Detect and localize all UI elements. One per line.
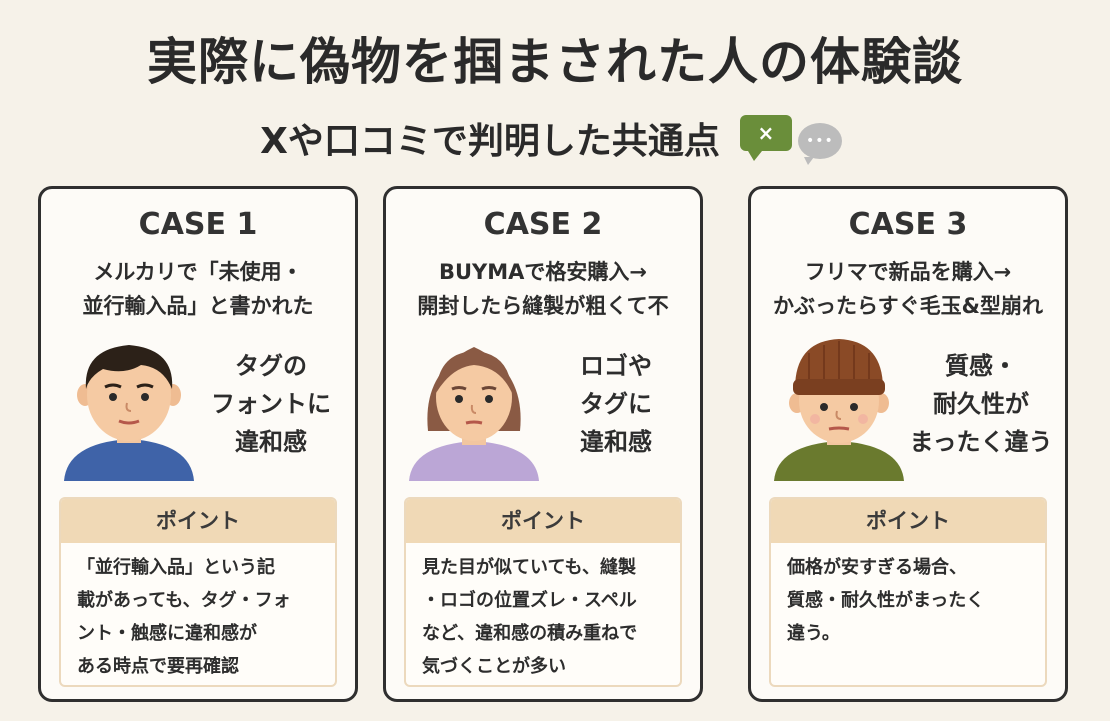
case-label: CASE 1 <box>138 207 258 242</box>
case-description: メルカリで「未使用・ 並行輸入品」と書かれた <box>82 260 314 318</box>
case-label: CASE 2 <box>483 207 603 242</box>
case-description: フリマで新品を購入→ かぶったらすぐ毛玉&型崩れ <box>773 260 1043 318</box>
point-box: ポイント 「並行輸入品」という記 載があっても、タグ・フォ ント・触感に違和感が… <box>59 497 337 687</box>
woman-avatar-icon <box>409 347 539 481</box>
beanie-man-avatar-icon <box>774 339 904 481</box>
case-card-1: CASE 1 メルカリで「未使用・ 並行輸入品」と書かれた タグの フォントに … <box>38 186 358 702</box>
point-box: ポイント 見た目が似ていても、縫製 ・ロゴの位置ズレ・スペル など、違和感の積み… <box>404 497 682 687</box>
x-chat-bubble-icon: × <box>739 115 792 161</box>
page-subtitle: Xや口コミで判明した共通点 <box>260 121 720 162</box>
point-text: 見た目が似ていても、縫製 ・ロゴの位置ズレ・スペル など、違和感の積み重ねで 気… <box>422 557 638 677</box>
man-avatar-icon <box>64 345 194 481</box>
impression-text: ロゴや タグに 違和感 <box>580 352 652 456</box>
case-card-3: CASE 3 フリマで新品を購入→ かぶったらすぐ毛玉&型崩れ 質感・ 耐久性が… <box>748 186 1068 702</box>
case-card-2: CASE 2 BUYMAで格安購入→ 開封したら縫製が粗くて不 ロゴや タグに … <box>383 186 703 702</box>
point-header: ポイント <box>61 499 335 543</box>
point-header: ポイント <box>771 499 1045 543</box>
case-description: BUYMAで格安購入→ 開封したら縫製が粗くて不 <box>417 260 669 318</box>
subtitle-row: Xや口コミで判明した共通点 × ••• <box>0 112 1110 165</box>
point-text: 価格が安すぎる場合、 質感・耐久性がまったく 違う。 <box>787 557 985 644</box>
comment-bubble-icon: ••• <box>797 123 842 165</box>
page-title: 実際に偽物を掴まされた人の体験談 <box>147 33 963 91</box>
point-box: ポイント 価格が安すぎる場合、 質感・耐久性がまったく 違う。 <box>769 497 1047 687</box>
case-label: CASE 3 <box>848 207 968 242</box>
point-text: 「並行輸入品」という記 載があっても、タグ・フォ ント・触感に違和感が ある時点… <box>77 557 291 677</box>
speech-bubbles: × ••• <box>739 113 850 165</box>
impression-text: 質感・ 耐久性が まったく違う <box>909 352 1053 456</box>
point-header: ポイント <box>406 499 680 543</box>
impression-text: タグの フォントに 違和感 <box>211 352 331 456</box>
